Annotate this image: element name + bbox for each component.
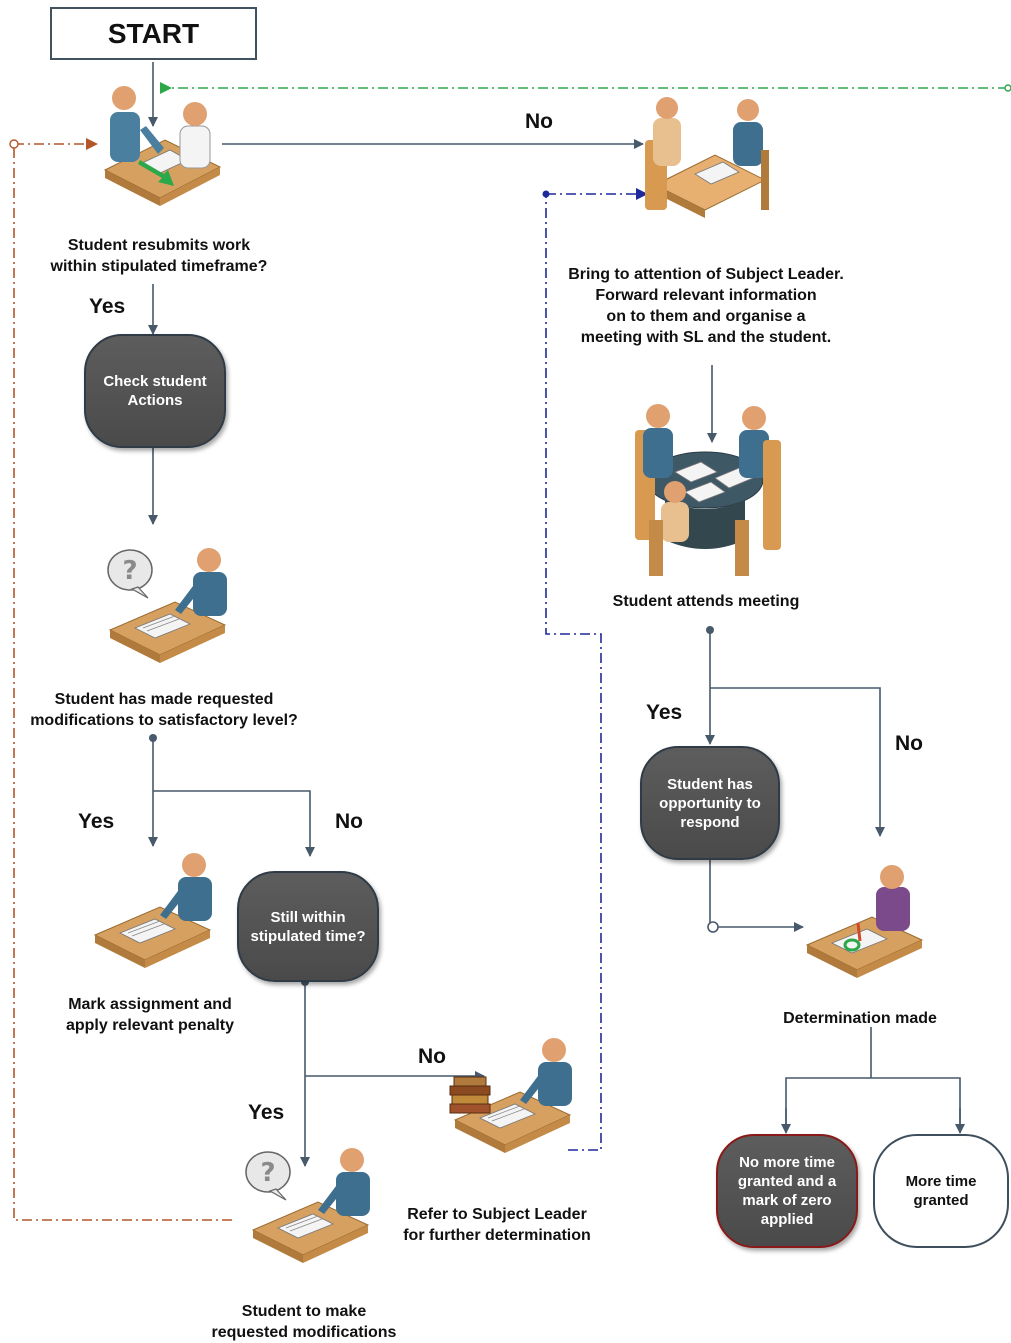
mark-assignment-line: apply relevant penalty: [65, 1017, 235, 1034]
modifications-question-line: Student has made requested: [54, 691, 274, 708]
no-more-time-line: applied: [760, 1211, 814, 1228]
connector-dots: [149, 626, 719, 986]
refer-subject-leader-line: for further determination: [403, 1227, 591, 1244]
modifications-question: Student has made requested modifications…: [14, 689, 314, 731]
resubmit-illustration: [104, 85, 221, 207]
resubmit-question-line: Student resubmits work: [67, 237, 251, 254]
more-time-granted-line: More time: [905, 1173, 977, 1190]
determination-illustration: [805, 865, 924, 978]
mark-assignment-line: Mark assignment and: [68, 996, 232, 1013]
check-student-actions-box: Check student Actions: [84, 334, 226, 448]
refer-subject-leader-text: Refer to Subject Leader for further dete…: [392, 1204, 602, 1246]
no-more-time-line: mark of zero: [742, 1192, 832, 1209]
answer-no-modified: No: [335, 810, 363, 833]
answer-no-meeting: No: [895, 732, 923, 755]
bring-to-subject-leader-line: Forward relevant information: [595, 287, 817, 304]
no-more-time-box: No more time granted and a mark of zero …: [716, 1134, 858, 1248]
answer-no-still-within: No: [418, 1045, 446, 1068]
check-student-actions-line: Check student: [103, 373, 207, 390]
attends-meeting-text: Student attends meeting: [612, 593, 800, 610]
still-within-time-line: Still within: [270, 908, 346, 926]
answer-yes-still-within: Yes: [248, 1101, 285, 1124]
loop-blue: [545, 188, 648, 1151]
make-modifications-text: Student to make requested modifications: [194, 1301, 414, 1343]
make-modifications-illustration: [245, 1147, 371, 1264]
more-time-granted-line: granted: [913, 1192, 969, 1209]
subject-leader-illustration: [644, 96, 770, 219]
refer-subject-leader-line: Refer to Subject Leader: [407, 1206, 587, 1223]
loop-orange-node: [9, 139, 19, 149]
mark-assignment-text: Mark assignment and apply relevant penal…: [40, 994, 260, 1036]
connector-lines: [148, 62, 965, 1167]
resubmit-question: Student resubmits work within stipulated…: [34, 235, 284, 277]
make-modifications-line: requested modifications: [211, 1324, 397, 1341]
opportunity-to-respond-box: Student has opportunity to respond: [640, 746, 780, 860]
answer-no-top: No: [525, 110, 553, 133]
make-modifications-line: Student to make: [241, 1303, 367, 1320]
resubmit-question-line: within stipulated timeframe?: [50, 258, 268, 275]
refer-illustration: [449, 1037, 573, 1154]
mark-assignment-illustration: [94, 852, 213, 969]
still-within-time-line: stipulated time?: [250, 927, 366, 945]
determination-made-text: Determination made: [783, 1010, 937, 1027]
opportunity-to-respond-line: opportunity to: [659, 794, 761, 812]
check-modifications-illustration: [107, 547, 228, 664]
check-student-actions-line: Actions: [127, 392, 183, 409]
meeting-illustration: [634, 403, 782, 577]
bring-to-subject-leader-line: on to them and organise a: [606, 308, 806, 325]
loop-blue-node: [542, 190, 550, 198]
bring-to-subject-leader-line: meeting with SL and the student.: [580, 329, 832, 346]
no-more-time-line: No more time: [739, 1154, 835, 1171]
loop-orange: [13, 138, 232, 1221]
bring-to-subject-leader-text: Bring to attention of Subject Leader. Fo…: [556, 264, 856, 348]
still-within-time-box: Still within stipulated time?: [237, 871, 379, 982]
modifications-question-line: modifications to satisfactory level?: [30, 712, 298, 729]
more-time-granted-box: More time granted: [873, 1134, 1009, 1248]
start-box: START: [50, 7, 257, 60]
answer-yes-resubmit: Yes: [89, 295, 126, 318]
answer-yes-meeting: Yes: [646, 701, 683, 724]
no-more-time-line: granted and a: [737, 1173, 837, 1190]
answer-yes-modified: Yes: [78, 810, 115, 833]
loop-green-start: [1004, 84, 1011, 92]
opportunity-to-respond-line: Student has: [667, 775, 753, 793]
opportunity-to-respond-line: respond: [680, 813, 740, 831]
bring-to-subject-leader-line: Bring to attention of Subject Leader.: [568, 266, 844, 283]
